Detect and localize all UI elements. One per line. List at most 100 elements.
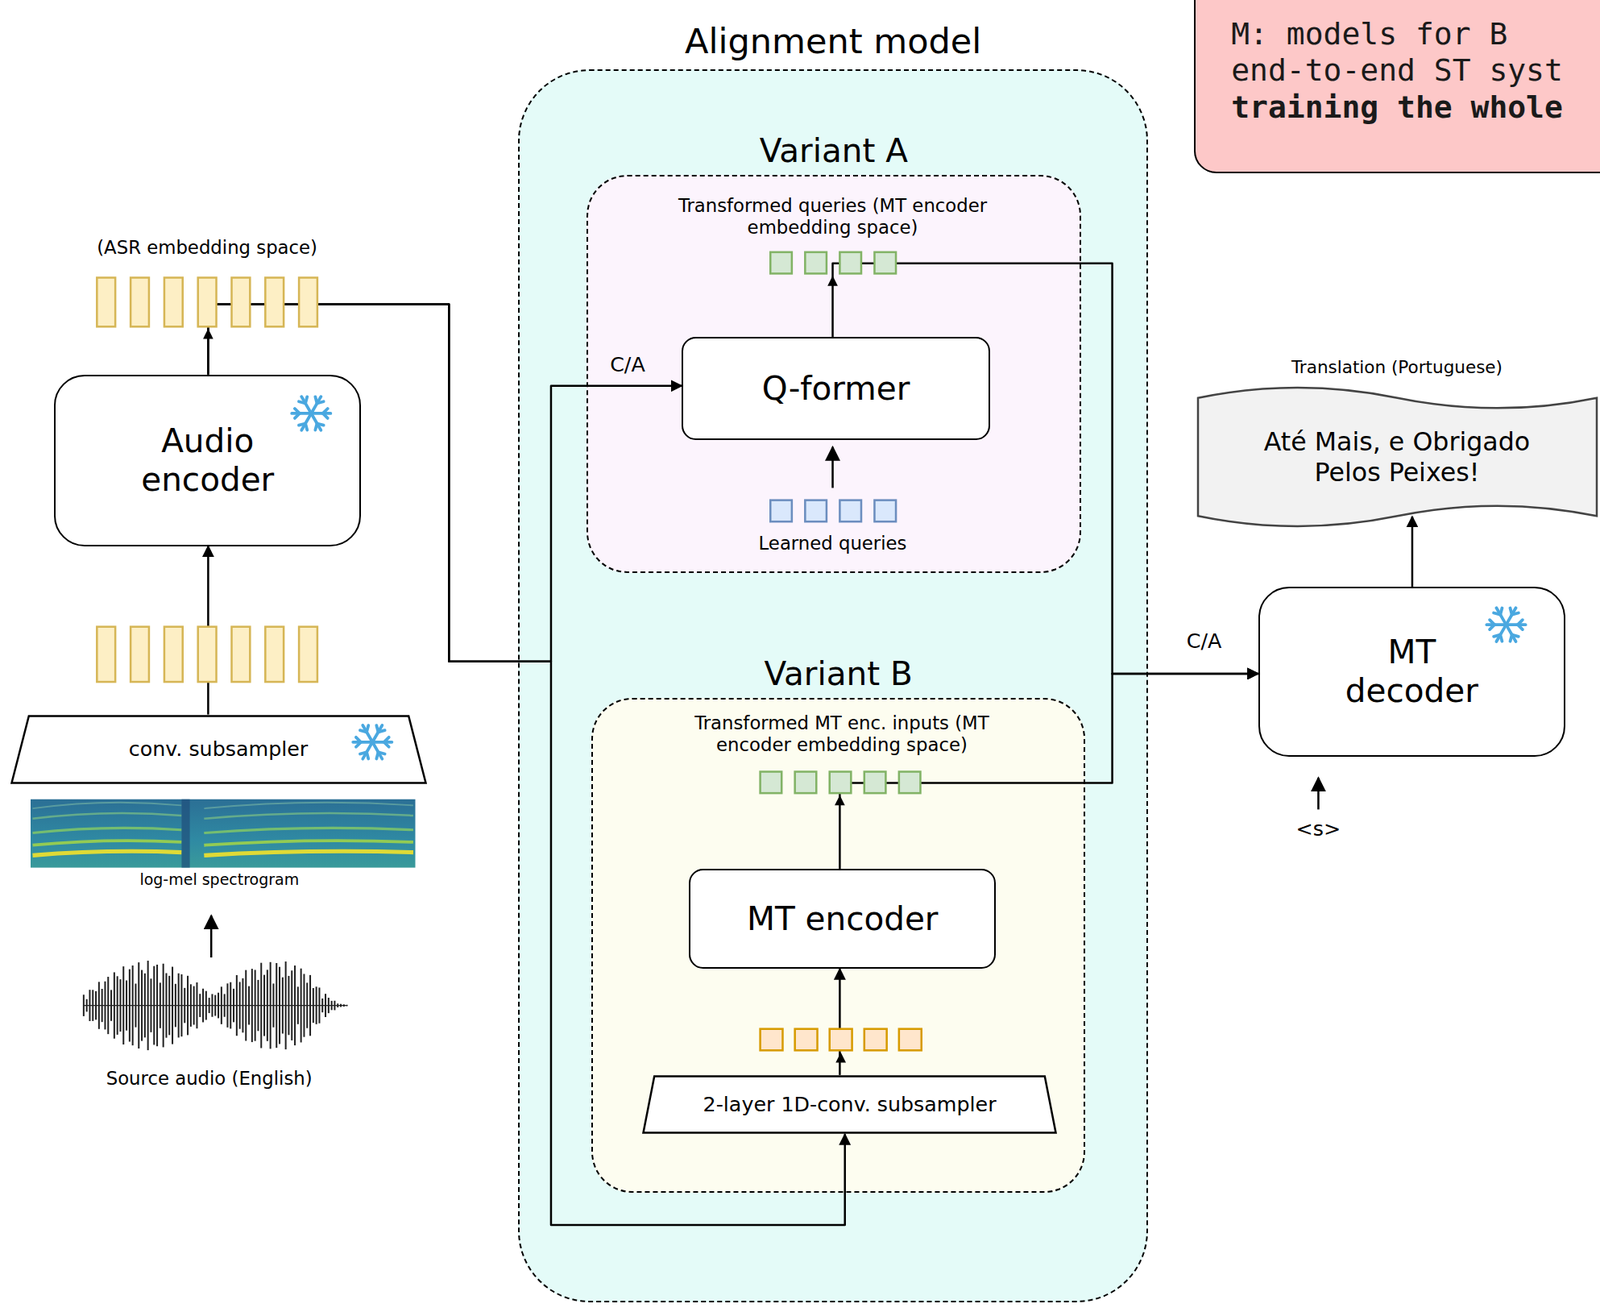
frozen-icon-arm xyxy=(352,740,373,744)
node-heading: Translation (Portuguese) xyxy=(1291,356,1503,378)
token xyxy=(232,277,251,328)
process-box: Q-former xyxy=(681,336,991,440)
spectrogram-gap xyxy=(181,799,190,868)
frozen-icon-arm xyxy=(362,741,373,759)
connector xyxy=(1411,516,1414,587)
mt-input-token-row xyxy=(760,771,921,794)
frozen-icon-arm xyxy=(1505,622,1526,626)
token xyxy=(96,277,116,328)
spectrogram-band xyxy=(33,812,183,819)
frozen-icon-arm xyxy=(362,725,373,742)
token xyxy=(232,626,251,682)
token xyxy=(298,277,318,328)
frozen-icon-branch xyxy=(1512,612,1519,614)
token xyxy=(804,252,827,274)
node-label: training the whole xyxy=(1231,89,1582,127)
node-heading: Alignment model xyxy=(684,20,982,63)
frozen-icon-arm xyxy=(291,411,311,415)
token xyxy=(265,277,284,328)
frozen-icon-arm xyxy=(1496,607,1506,625)
frozen-icon xyxy=(1486,607,1526,642)
frozen-icon-branch xyxy=(360,751,367,754)
token xyxy=(265,626,284,682)
subsampler-trapezoid: 2-layer 1D-conv. subsampler xyxy=(642,1074,1057,1134)
node-heading: Variant A xyxy=(759,131,908,171)
frozen-icon-arm xyxy=(372,741,382,759)
node-label: Audio encoder xyxy=(140,421,274,500)
token xyxy=(829,771,852,794)
token xyxy=(795,1028,818,1051)
annotation-label: <s> xyxy=(1296,816,1342,841)
subsampled-token-row xyxy=(760,1028,922,1051)
token xyxy=(829,1028,853,1051)
frozen-icon xyxy=(291,396,331,431)
token xyxy=(770,500,792,523)
frozen-icon-branch xyxy=(294,408,300,414)
token xyxy=(770,252,792,274)
arrow xyxy=(1317,777,1320,809)
frozen-icon-arm xyxy=(310,396,321,414)
edge-label: C/A xyxy=(609,352,646,377)
frozen-icon-branch xyxy=(376,751,378,759)
annotation-label: Learned queries xyxy=(758,532,908,555)
token xyxy=(795,771,817,794)
frozen-icon-arm xyxy=(301,413,311,431)
spectrogram-band xyxy=(33,802,183,809)
shape-outline xyxy=(1197,387,1598,527)
frozen-icon-branch xyxy=(384,741,390,747)
frozen-icon-arm xyxy=(1486,622,1506,626)
trapezoid-outline xyxy=(11,715,426,783)
token xyxy=(874,500,896,523)
arrowhead xyxy=(835,1052,846,1063)
frozen-icon-arm xyxy=(310,411,331,415)
token xyxy=(874,252,896,274)
token xyxy=(198,626,217,682)
arrowhead xyxy=(834,795,846,806)
token xyxy=(96,626,116,682)
token xyxy=(804,500,827,523)
token xyxy=(899,771,921,794)
callout-box: M: models for B end-to-end ST systtraini… xyxy=(1193,0,1600,174)
spectrogram xyxy=(30,799,416,868)
spectrogram-band xyxy=(203,840,414,846)
node-label: Q-former xyxy=(762,368,911,409)
frozen-icon-arm xyxy=(1505,607,1516,625)
frozen-icon-arm xyxy=(372,725,382,742)
asr-token-row xyxy=(96,277,318,328)
frozen-icon-arm xyxy=(1496,624,1506,642)
frozen-icon-branch xyxy=(1510,634,1513,642)
token xyxy=(760,1028,784,1051)
token xyxy=(839,500,862,523)
spectrogram-ground xyxy=(30,799,416,868)
spectrogram-band xyxy=(33,850,183,855)
frozen-icon-branch xyxy=(366,725,369,732)
illustration xyxy=(30,252,1526,1063)
frozen-icon-branch xyxy=(1500,608,1502,615)
arrowhead xyxy=(203,328,214,340)
connector xyxy=(833,263,1259,674)
token xyxy=(130,277,150,328)
spectrogram-band xyxy=(203,802,414,809)
frozen-icon-branch xyxy=(1489,619,1495,625)
connector xyxy=(207,303,682,661)
arrowhead xyxy=(827,275,838,287)
node-label: 2-layer 1D-conv. subsampler xyxy=(703,1091,997,1116)
annotation-label: Source audio (English) xyxy=(106,1067,313,1090)
spectrogram-band xyxy=(33,840,183,846)
trapezoid-outline xyxy=(642,1075,1056,1132)
frozen-icon-branch xyxy=(315,422,317,430)
frozen-icon-branch xyxy=(1517,624,1523,630)
connector xyxy=(839,673,1258,869)
learned-query-row xyxy=(770,500,896,523)
frozen-icon-branch xyxy=(323,413,328,419)
frozen-icon-branch xyxy=(356,737,361,742)
query-token-row xyxy=(770,252,896,274)
node-label: Até Mais, e Obrigado Pelos Peixes! xyxy=(1243,426,1551,488)
annotation-label: Transformed queries (MT encoder embeddin… xyxy=(664,194,1002,239)
frozen-icon-branch xyxy=(298,422,306,425)
spectrogram-band xyxy=(203,827,414,833)
spectrogram-band xyxy=(203,850,414,855)
edge-label: C/A xyxy=(1186,628,1223,653)
frozen-icon-arm xyxy=(372,740,392,744)
node-label: MT decoder xyxy=(1345,632,1479,711)
